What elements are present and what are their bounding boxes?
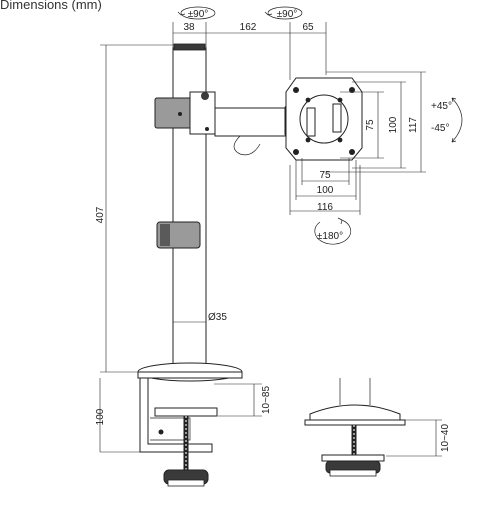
dim-diam35: Ø35: [208, 312, 227, 323]
dim-65: 65: [302, 22, 314, 33]
tilt-down-label: -45°: [431, 123, 449, 134]
dim-10-85: 10~85: [261, 386, 272, 415]
vesa-horizontal-dimensions: 75 100 116: [289, 158, 361, 215]
rot-label-180: ±180°: [317, 231, 343, 242]
vesa-plate: [285, 77, 363, 161]
height-dimension: 407: [95, 44, 180, 373]
rotation-indicator-left: ±90°: [177, 6, 216, 20]
page-title: Dimensions (mm): [0, 0, 102, 12]
rot-label-left: ±90°: [188, 9, 209, 20]
dim-75-horizontal: 75: [319, 170, 331, 181]
dim-10-40: 10~40: [440, 424, 451, 453]
dim-38: 38: [183, 22, 195, 33]
dim-162: 162: [240, 22, 257, 33]
dim-116: 116: [317, 202, 333, 213]
tilt-indicator: +45° -45°: [431, 97, 463, 143]
arm: [154, 91, 301, 156]
dim-100-base: 100: [95, 408, 106, 425]
dim-100-vertical: 100: [388, 116, 399, 133]
rotation-indicator-right: ±90°: [264, 6, 303, 20]
grommet-mount-right: 10~40: [304, 378, 451, 477]
rot-label-right: ±90°: [277, 9, 298, 20]
dim-407: 407: [95, 206, 106, 223]
desk-clamp-left: 10~85 100: [95, 362, 272, 487]
dim-117: 117: [408, 117, 419, 133]
tilt-up-label: +45°: [431, 101, 452, 112]
dim-100-horizontal: 100: [317, 185, 334, 196]
dim-75-vertical: 75: [365, 119, 376, 131]
rotation-indicator-180: ±180°: [314, 217, 352, 245]
vesa-vertical-dimensions: 75 100 117: [326, 71, 426, 173]
